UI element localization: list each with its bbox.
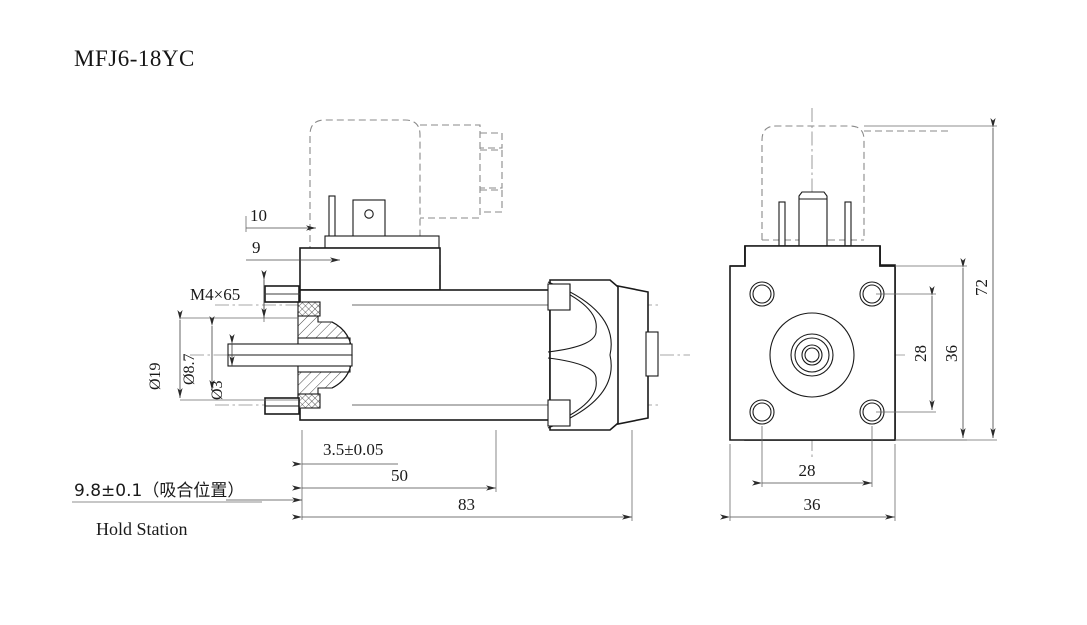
dimension-stroke: 3.5±0.05 [292,430,398,520]
dimension-value-28-vertical: 28 [911,345,930,362]
dimension-top-offset-2: 9 [246,238,340,263]
mounting-holes-front [749,281,885,425]
dimension-value-28-horizontal: 28 [799,461,816,480]
tube-internal-lines [352,304,550,406]
dimension-top-offset-1: 10 [245,206,316,232]
dimension-value-dia3: Ø3 [209,380,226,400]
right-front-end-view: 28 36 72 28 [720,108,997,521]
dimension-overall-height: 72 [864,118,997,441]
dimension-thread-spec: M4×65 [190,270,300,322]
dimension-bolt-pitch-vertical: 28 [876,286,936,413]
dimension-value-83: 83 [458,495,475,514]
mounting-bolt-holes-left [264,285,300,415]
dimension-value-50: 50 [391,466,408,485]
dimension-body-width: 36 [720,444,896,521]
dimension-body-height: 36 [895,258,967,441]
dimension-value-72: 72 [972,279,991,296]
dimension-dia-middle: Ø8.7 [181,316,215,390]
coil-body [299,247,441,291]
dimension-dia-outer: Ø19 [147,310,298,401]
center-bore-circles [769,312,855,398]
hold-station-note: 9.8±0.1（吸合位置） Hold Station [72,481,302,539]
hold-station-value: 9.8±0.1（吸合位置） [74,481,244,501]
connector-hidden-outline-right [761,125,950,241]
dimension-length-overall: 83 [292,430,633,521]
dimension-length-mid: 50 [292,430,497,492]
dimension-value-36-vertical: 36 [942,345,961,362]
dimension-value-10: 10 [250,206,267,225]
connector-hidden-outline [309,119,503,253]
center-shaft-pin [227,343,353,367]
dimension-value-36-horizontal: 36 [804,495,821,514]
dimension-value-m4x65: M4×65 [190,285,240,304]
end-plug [617,285,659,425]
dimension-value-9: 9 [252,238,261,257]
dimension-value-stroke: 3.5±0.05 [323,440,383,459]
ribbed-end-cap [547,279,625,431]
page-title: MFJ6-18YC [74,46,195,71]
dimension-dia-inner: Ø3 [209,334,235,400]
dimension-value-dia87: Ø8.7 [181,353,198,385]
dimension-bolt-pitch-horizontal: 28 [752,426,873,487]
left-side-section-view: 10 9 M4×65 Ø19 Ø8.7 [72,119,690,539]
dimension-value-dia19: Ø19 [147,362,164,390]
coil-base-plate [324,235,440,249]
connector-pins-right [778,191,852,247]
hold-station-label: Hold Station [96,519,188,539]
